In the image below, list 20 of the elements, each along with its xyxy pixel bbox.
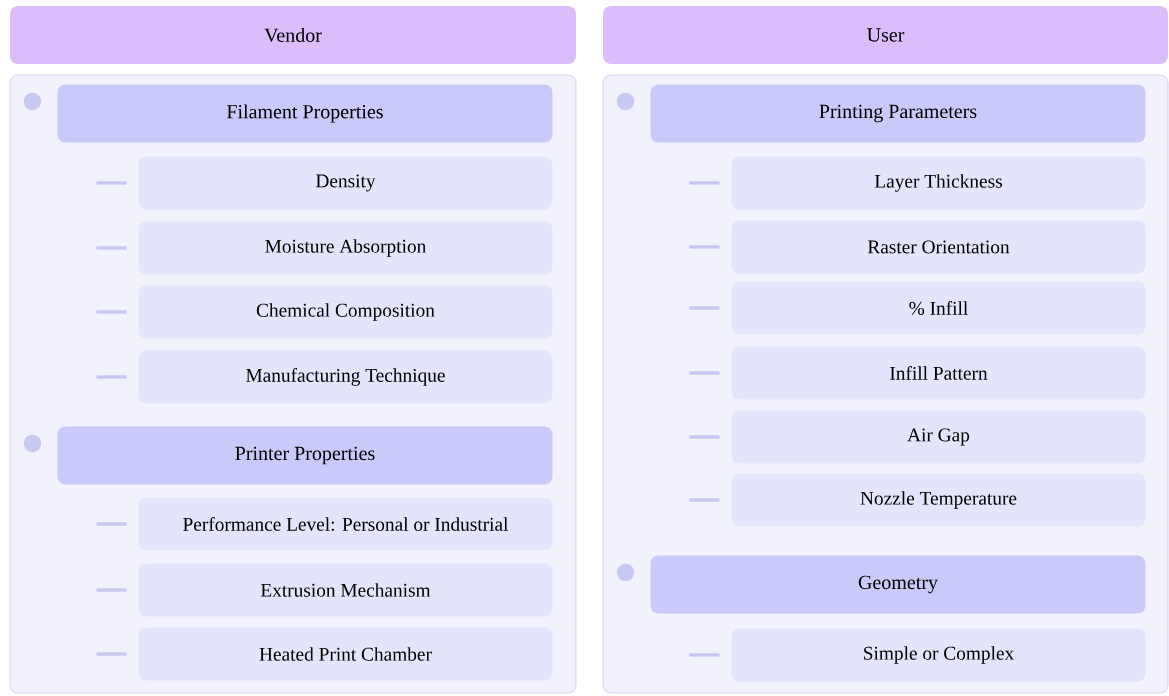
item-box: Heated Print Chamber (138, 627, 553, 681)
item-box: Chemical Composition (138, 285, 553, 339)
item-box: Performance Level: Personal or Industrial (138, 497, 553, 551)
item-box: Simple or Complex (731, 628, 1146, 682)
item-box: Density (138, 156, 553, 210)
column-header: Vendor (10, 6, 576, 64)
item-box: Moisture Absorption (138, 221, 553, 275)
item-box: Extrusion Mechanism (138, 563, 553, 617)
item-box: Nozzle Temperature (731, 473, 1146, 527)
category-box: Filament Properties (57, 84, 553, 143)
item-box: Infill Pattern (731, 346, 1146, 400)
category-box: Printing Parameters (650, 84, 1146, 143)
item-box: % Infill (731, 281, 1146, 335)
category-box: Geometry (650, 555, 1146, 614)
item-box: Layer Thickness (731, 156, 1146, 210)
category-box: Printer Properties (57, 426, 553, 485)
column-header: User (603, 6, 1168, 64)
item-box: Air Gap (731, 410, 1146, 464)
item-box: Raster Orientation (731, 220, 1146, 274)
item-box: Manufacturing Technique (138, 350, 553, 404)
